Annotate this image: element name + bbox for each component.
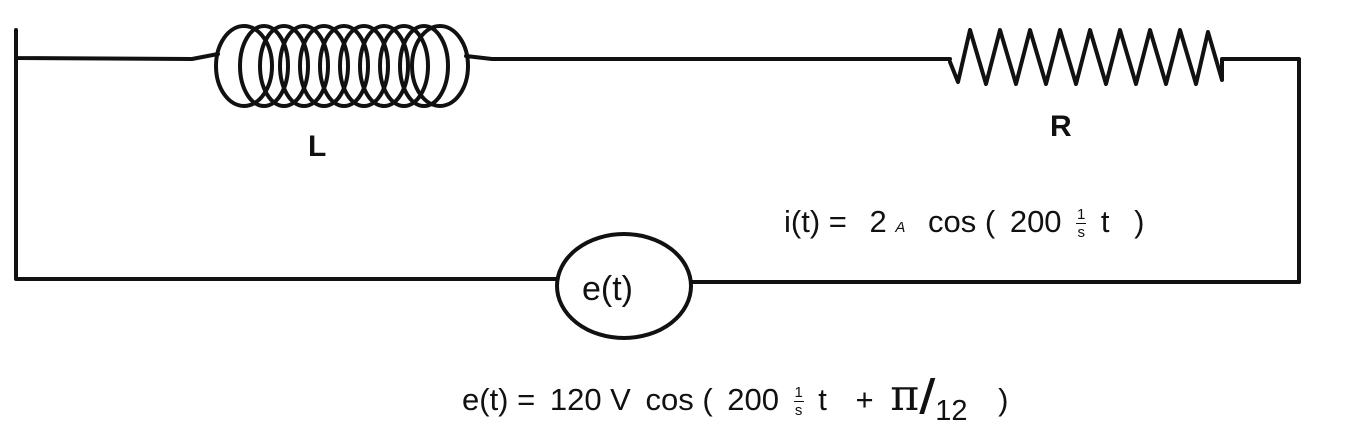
current-eq-frac-bar <box>1076 223 1087 225</box>
voltage-eq-frac-den: s <box>794 402 803 420</box>
current-eq-frac-num: 1 <box>1077 206 1086 224</box>
voltage-eq-lhs: e(t) = <box>462 382 536 417</box>
resistor-zigzag <box>948 28 1224 86</box>
current-eq-lhs: i(t) = <box>784 204 847 239</box>
current-eq-fraction: 1 s <box>1076 206 1087 242</box>
wire-left <box>14 56 558 281</box>
voltage-eq-omega: 200 <box>727 382 780 417</box>
current-eq-frac-den: s <box>1077 224 1085 242</box>
voltage-eq-denominator: 12 <box>935 395 968 427</box>
wire-top-middle <box>464 54 952 61</box>
voltage-eq-close: ) <box>998 382 1009 417</box>
voltage-eq-var: t <box>818 382 827 417</box>
wire-top-right <box>1220 57 1301 284</box>
inductor-label: L <box>308 130 327 163</box>
current-eq-unit: A <box>895 219 906 236</box>
voltage-eq-slash: / <box>919 370 936 421</box>
current-equation: i(t) = 2 A cos ( 200 1 s t ) <box>784 206 1144 240</box>
voltage-eq-fraction: 1 s <box>793 384 804 420</box>
wire-top-left <box>14 28 220 61</box>
source-circle <box>555 232 693 340</box>
current-eq-amplitude: 2 <box>869 204 887 239</box>
current-eq-fn: cos ( <box>928 204 996 239</box>
current-eq-close: ) <box>1134 204 1145 239</box>
voltage-eq-plus: + <box>855 382 874 417</box>
voltage-eq-frac-num: 1 <box>794 384 803 402</box>
resistor-label: R <box>1050 110 1072 143</box>
voltage-equation: e(t) = 120 V cos ( 200 1 s t + π/12 ) <box>462 374 1009 426</box>
current-eq-omega: 200 <box>1009 204 1062 239</box>
current-eq-var: t <box>1100 204 1110 239</box>
source-label: e(t) <box>582 270 633 308</box>
voltage-eq-pi: π <box>890 370 920 421</box>
inductor-coil <box>214 24 470 108</box>
voltage-eq-frac-bar <box>793 401 804 403</box>
voltage-eq-amplitude: 120 V <box>549 382 631 417</box>
voltage-eq-fn: cos ( <box>645 382 713 417</box>
